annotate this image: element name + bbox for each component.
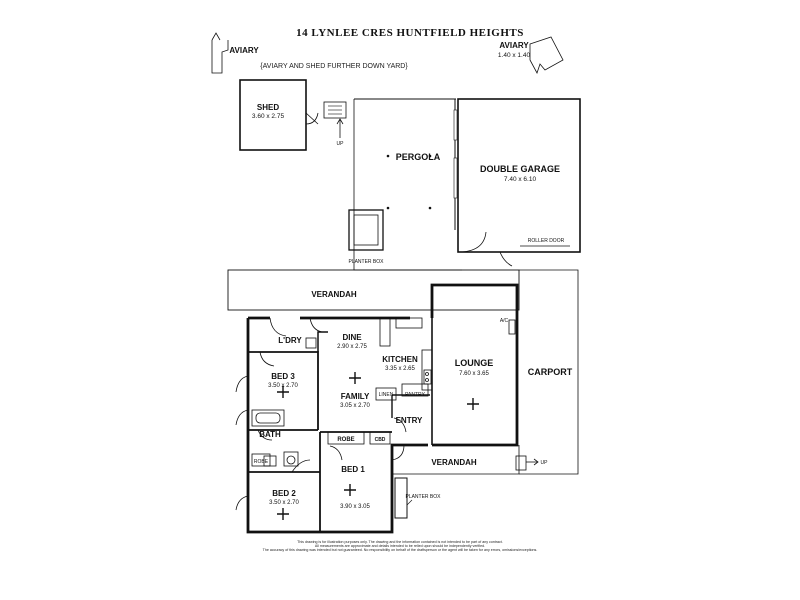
bed1-dims: 3.90 x 3.05 <box>340 504 370 510</box>
pergola <box>353 98 462 271</box>
aviary-right-dims: 1.40 x 1.40 <box>498 52 531 59</box>
planter-box-bottom-label: PLANTER BOX <box>405 494 441 500</box>
steps-bottom <box>515 455 539 471</box>
laundry-label: L'DRY <box>278 336 302 345</box>
kitchen-dims: 3.35 x 2.65 <box>385 366 415 372</box>
robe-small-label: ROBE <box>254 459 269 465</box>
linen-cupboard <box>375 387 397 401</box>
dine-label: DINE <box>342 333 362 342</box>
bathtub <box>251 409 285 427</box>
verandah-top-label: VERANDAH <box>311 290 357 299</box>
shed-label: SHED <box>257 103 279 112</box>
cbd-label: CBD <box>375 437 386 443</box>
entry-label: ENTRY <box>396 416 423 425</box>
robe-label: ROBE <box>337 437 354 443</box>
roller-door-label: ROLLER DOOR <box>528 238 565 244</box>
page-title: 14 LYNLEE CRES HUNTFIELD HEIGHTS <box>296 27 524 39</box>
yard-note: {AVIARY AND SHED FURTHER DOWN YARD} <box>260 63 408 70</box>
shed <box>239 79 319 151</box>
door-swings <box>235 317 407 511</box>
aviary-right <box>529 36 564 75</box>
pantry-cupboard <box>401 383 429 397</box>
lounge-label: LOUNGE <box>455 358 494 368</box>
ac-label: A/C <box>500 318 509 324</box>
pergola-label: PERGOLA <box>396 152 441 162</box>
laundry-tub <box>305 337 317 349</box>
steps-top <box>323 101 347 138</box>
family-dims: 3.05 x 2.70 <box>340 403 370 409</box>
bath-label: BATH <box>259 430 281 439</box>
aviary-left-label: AVIARY <box>229 46 259 55</box>
aviary-right-label: AVIARY <box>499 41 529 50</box>
pantry-label: PANTRY <box>405 392 425 398</box>
planter-box-bottom <box>394 477 413 519</box>
lounge-dims: 7.60 x 3.65 <box>459 371 489 377</box>
robe-cupboard <box>327 431 365 445</box>
bed2-label: BED 2 <box>272 489 296 498</box>
kitchen-label: KITCHEN <box>382 355 418 364</box>
bathtub-inner <box>255 412 281 424</box>
cbd-cupboard <box>369 431 391 445</box>
aviary-left <box>211 32 229 74</box>
up-label-top: UP <box>337 141 345 147</box>
bed2-dims: 3.50 x 2.70 <box>269 500 299 506</box>
house-walls <box>246 283 519 534</box>
up-label-bottom: UP <box>541 460 549 466</box>
disclaimer-line-2: All measurements are approximate and det… <box>315 544 485 548</box>
garage-dims: 7.40 x 6.10 <box>504 176 537 183</box>
verandah-bottom-label: VERANDAH <box>431 458 477 467</box>
family-label: FAMILY <box>341 392 370 401</box>
robe-small-cupboard <box>251 453 271 467</box>
double-garage <box>457 98 581 267</box>
disclaimer-line-1: This drawing is for illustration purpose… <box>297 540 503 544</box>
toilet-bowl <box>286 455 296 465</box>
bed3-dims: 3.50 x 2.70 <box>268 383 298 389</box>
garage-label: DOUBLE GARAGE <box>480 164 560 174</box>
linen-label: LINEN <box>379 392 394 398</box>
bed1-label: BED 1 <box>341 465 365 474</box>
shed-dims: 3.60 x 2.75 <box>252 113 285 120</box>
carport <box>519 269 579 475</box>
planter-box-top-label: PLANTER BOX <box>348 259 384 265</box>
planter-box-top <box>348 209 384 251</box>
ceiling-fans <box>277 372 479 520</box>
bed3-label: BED 3 <box>271 372 295 381</box>
carport-label: CARPORT <box>528 367 573 377</box>
disclaimer-line-3: The accuracy of this drawing was intende… <box>263 548 538 552</box>
verandah-bottom <box>392 445 520 475</box>
ac-unit <box>508 319 516 335</box>
toilet <box>283 451 299 467</box>
kitchen-bench <box>379 317 433 391</box>
verandah-top <box>227 269 520 311</box>
dine-dims: 2.90 x 2.75 <box>337 344 367 350</box>
